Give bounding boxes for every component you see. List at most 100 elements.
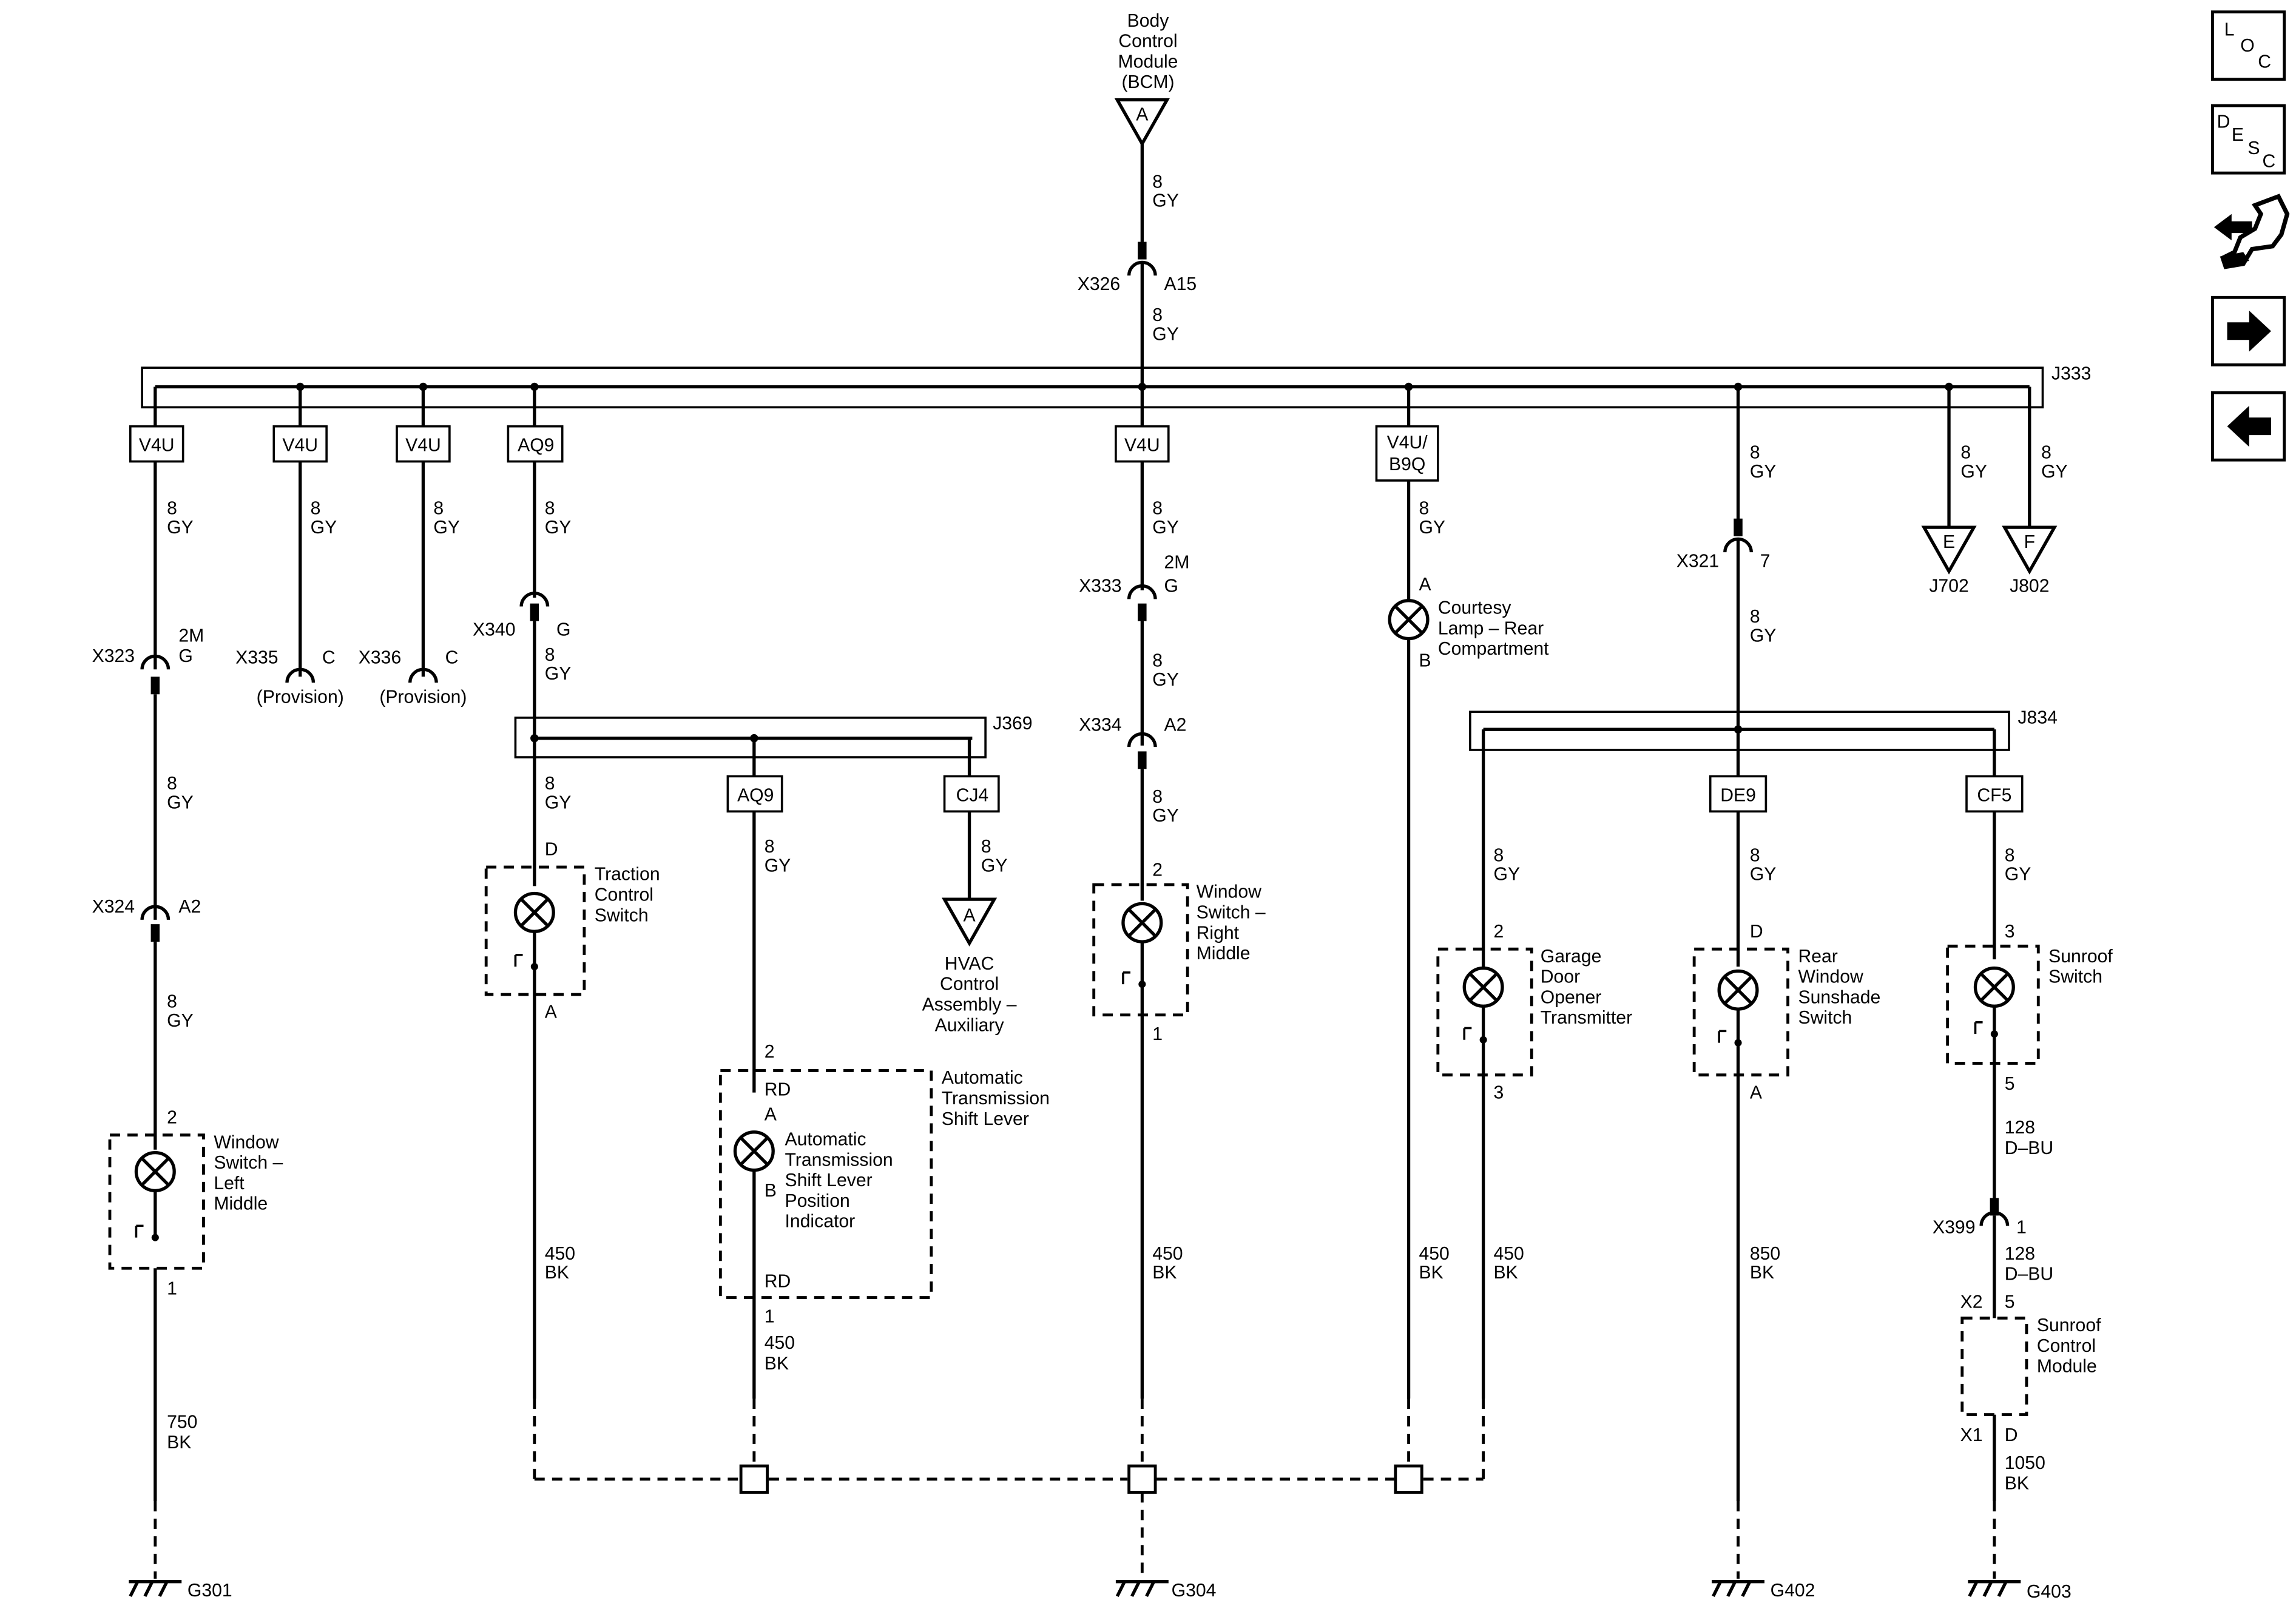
connector-x399: X399 1 xyxy=(1933,1198,2027,1237)
svg-text:V4U/: V4U/ xyxy=(1387,433,1428,453)
svg-text:G: G xyxy=(178,646,192,666)
svg-text:GY: GY xyxy=(1152,324,1179,344)
svg-text:Shift Lever: Shift Lever xyxy=(785,1170,873,1190)
svg-text:L: L xyxy=(2224,19,2235,39)
svg-text:8: 8 xyxy=(167,498,177,518)
svg-text:X334: X334 xyxy=(1079,715,1121,735)
svg-text:X324: X324 xyxy=(92,897,135,917)
svg-text:Lamp – Rear: Lamp – Rear xyxy=(1438,618,1544,638)
svg-text:A2: A2 xyxy=(178,897,201,917)
svg-text:450: 450 xyxy=(1419,1244,1449,1264)
svg-text:8: 8 xyxy=(1750,845,1760,865)
svg-text:A: A xyxy=(1750,1082,1763,1102)
ground-g304: G304 xyxy=(1115,1580,1217,1601)
svg-text:J834: J834 xyxy=(2017,708,2057,728)
svg-text:8: 8 xyxy=(311,498,321,518)
svg-text:1: 1 xyxy=(2016,1217,2027,1237)
connector-x336: X336 C (Provision) xyxy=(359,648,467,707)
svg-text:G304: G304 xyxy=(1172,1581,1217,1601)
svg-text:Opener: Opener xyxy=(1541,987,1602,1007)
connector-x335: X335 C (Provision) xyxy=(235,648,344,707)
svg-text:BK: BK xyxy=(545,1263,569,1283)
svg-text:8: 8 xyxy=(545,645,555,665)
option-aq9-1: AQ9 xyxy=(507,425,564,463)
svg-text:2: 2 xyxy=(167,1107,177,1127)
svg-text:8: 8 xyxy=(1152,305,1163,325)
splice-j702: E J702 xyxy=(1921,525,1977,596)
svg-text:1: 1 xyxy=(765,1307,775,1327)
svg-text:B: B xyxy=(1419,650,1431,670)
svg-text:Window: Window xyxy=(1798,967,1863,987)
svg-text:X321: X321 xyxy=(1676,551,1719,571)
courtesy-lamp-rear-compartment: Courtesy Lamp – Rear Compartment xyxy=(1388,598,1549,659)
connector-x321: X321 7 xyxy=(1676,518,1771,571)
svg-text:1: 1 xyxy=(167,1279,177,1299)
svg-text:Rear: Rear xyxy=(1798,947,1837,967)
svg-text:Middle: Middle xyxy=(1197,944,1251,964)
svg-text:Control: Control xyxy=(2037,1336,2096,1356)
svg-text:2: 2 xyxy=(1152,860,1163,880)
svg-text:Transmission: Transmission xyxy=(785,1150,893,1170)
svg-text:GY: GY xyxy=(1750,462,1777,482)
svg-text:1: 1 xyxy=(1152,1024,1163,1044)
svg-text:GY: GY xyxy=(311,518,337,538)
svg-text:8: 8 xyxy=(2041,443,2051,463)
svg-text:8: 8 xyxy=(167,774,177,794)
svg-text:8: 8 xyxy=(981,837,991,857)
option-v4u-4: V4U xyxy=(1115,425,1170,463)
svg-text:8: 8 xyxy=(1419,498,1429,518)
svg-text:E: E xyxy=(1943,532,1955,552)
svg-text:8: 8 xyxy=(2005,845,2015,865)
svg-text:A15: A15 xyxy=(1164,274,1197,294)
connector-x333: X333 2M G xyxy=(1079,553,1189,621)
hvac-control-assembly-auxiliary: A HVAC Control Assembly – Auxiliary xyxy=(922,897,1017,1035)
svg-text:3: 3 xyxy=(2005,922,2015,942)
svg-text:2M: 2M xyxy=(178,626,204,646)
svg-text:Control: Control xyxy=(940,974,999,994)
svg-text:GY: GY xyxy=(2041,462,2068,482)
svg-text:G402: G402 xyxy=(1771,1581,1815,1601)
svg-text:X326: X326 xyxy=(1078,274,1120,294)
svg-text:Position: Position xyxy=(785,1191,850,1211)
svg-text:Compartment: Compartment xyxy=(1438,639,1549,659)
svg-text:J333: J333 xyxy=(2051,363,2091,383)
svg-text:GY: GY xyxy=(167,793,194,813)
svg-text:V4U: V4U xyxy=(405,436,441,456)
svg-text:450: 450 xyxy=(545,1244,575,1264)
option-aq9-2: AQ9 xyxy=(726,775,783,813)
traction-control-switch: Traction Control Switch xyxy=(484,865,660,996)
svg-text:X333: X333 xyxy=(1079,576,1121,596)
svg-text:D–BU: D–BU xyxy=(2005,1264,2053,1284)
svg-text:J369: J369 xyxy=(993,714,1032,734)
svg-text:G403: G403 xyxy=(2027,1582,2071,1602)
svg-text:8: 8 xyxy=(1152,650,1163,670)
svg-text:RD: RD xyxy=(765,1080,791,1100)
svg-text:(Provision): (Provision) xyxy=(257,687,344,707)
option-v4u-b9q: V4U/ B9Q xyxy=(1375,425,1439,482)
option-de9: DE9 xyxy=(1709,775,1768,813)
svg-text:X399: X399 xyxy=(1933,1217,1975,1237)
previous-page-button[interactable] xyxy=(2211,391,2286,462)
svg-text:BK: BK xyxy=(1494,1263,1518,1283)
svg-text:G: G xyxy=(556,620,570,640)
svg-text:450: 450 xyxy=(765,1333,795,1353)
svg-text:C: C xyxy=(322,648,336,668)
loc-button[interactable]: L O C xyxy=(2211,10,2286,81)
svg-text:Transmission: Transmission xyxy=(942,1089,1050,1109)
svg-text:Shift Lever: Shift Lever xyxy=(942,1109,1029,1129)
svg-text:CJ4: CJ4 xyxy=(956,785,989,805)
rear-window-sunshade-switch: Rear Window Sunshade Switch xyxy=(1692,947,1880,1077)
svg-text:Right: Right xyxy=(1197,923,1240,943)
desc-button[interactable]: D E S C xyxy=(2211,104,2286,175)
svg-text:GY: GY xyxy=(433,518,460,538)
connector-tool-icon[interactable] xyxy=(2213,194,2290,269)
svg-text:8: 8 xyxy=(167,992,177,1012)
svg-text:2: 2 xyxy=(1494,922,1504,942)
next-page-button[interactable] xyxy=(2211,295,2286,366)
svg-text:Module: Module xyxy=(2037,1357,2097,1377)
svg-text:8: 8 xyxy=(1152,498,1163,518)
svg-text:8: 8 xyxy=(1152,787,1163,807)
svg-text:A: A xyxy=(1419,575,1431,595)
svg-text:GY: GY xyxy=(765,856,791,876)
svg-text:128: 128 xyxy=(2005,1244,2035,1264)
